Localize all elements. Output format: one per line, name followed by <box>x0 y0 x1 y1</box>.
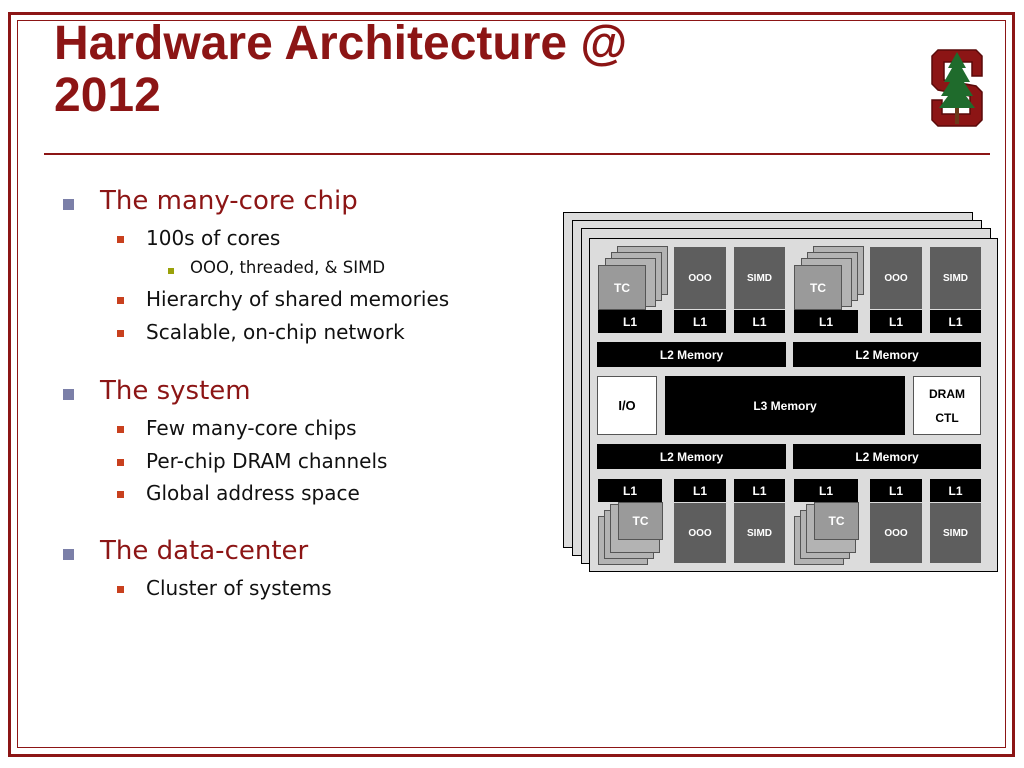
l1-cache: L1 <box>734 310 785 333</box>
title-line-2: 2012 <box>54 69 161 122</box>
dram-ctl-block: DRAM CTL <box>913 376 981 435</box>
tc-block: TC <box>814 502 859 540</box>
l1-cache: L1 <box>598 479 662 502</box>
ooo-core: OOO <box>870 503 922 563</box>
sub-bullet-hierarchy: Hierarchy of shared memories <box>146 287 450 311</box>
dram-label: DRAM <box>929 386 965 401</box>
l1-cache: L1 <box>930 310 981 333</box>
l1-cache: L1 <box>870 479 922 502</box>
bullet-the-system: The system <box>100 376 251 406</box>
bullet-marker <box>63 549 74 560</box>
simd-core: SIMD <box>734 503 785 563</box>
io-block: I/O <box>597 376 657 435</box>
tc-block: TC <box>598 265 646 310</box>
l1-cache: L1 <box>674 310 726 333</box>
l1-cache: L1 <box>794 310 858 333</box>
sub-bullet-marker <box>117 297 124 304</box>
sub-bullet-network: Scalable, on-chip network <box>146 320 405 344</box>
bullet-marker <box>63 199 74 210</box>
stanford-tree-logo-icon <box>931 49 983 127</box>
ooo-core: OOO <box>870 247 922 309</box>
sub-bullet-100s-cores: 100s of cores <box>146 226 281 250</box>
slide-title: Hardware Architecture @ 2012 <box>54 18 854 122</box>
l1-cache: L1 <box>794 479 858 502</box>
sub-bullet-marker <box>117 491 124 498</box>
title-rule <box>44 153 990 155</box>
bullet-many-core-chip: The many-core chip <box>100 186 358 216</box>
sub-bullet-address-space: Global address space <box>146 481 360 505</box>
l2-memory: L2 Memory <box>793 342 981 367</box>
l1-cache: L1 <box>870 310 922 333</box>
simd-core: SIMD <box>930 503 981 563</box>
l2-memory: L2 Memory <box>597 342 786 367</box>
bullet-data-center: The data-center <box>100 536 309 566</box>
l1-cache: L1 <box>674 479 726 502</box>
l2-memory: L2 Memory <box>597 444 786 469</box>
slide-inner-border <box>17 20 1006 748</box>
l2-memory: L2 Memory <box>793 444 981 469</box>
sub-bullet-marker <box>117 459 124 466</box>
l1-cache: L1 <box>930 479 981 502</box>
sub-bullet-marker <box>117 426 124 433</box>
sub-bullet-dram-channels: Per-chip DRAM channels <box>146 449 388 473</box>
simd-core: SIMD <box>930 247 981 309</box>
simd-core: SIMD <box>734 247 785 309</box>
title-line-1: Hardware Architecture @ <box>54 17 628 70</box>
l3-memory: L3 Memory <box>665 376 905 435</box>
sub-bullet-marker <box>117 236 124 243</box>
sub-bullet-marker <box>117 330 124 337</box>
sub-bullet-few-chips: Few many-core chips <box>146 416 357 440</box>
tc-block: TC <box>794 265 842 310</box>
sub-bullet-cluster: Cluster of systems <box>146 576 332 600</box>
l1-cache: L1 <box>598 310 662 333</box>
bullet-marker <box>63 389 74 400</box>
ooo-core: OOO <box>674 247 726 309</box>
sub-sub-bullet-ooo: OOO, threaded, & SIMD <box>190 258 386 277</box>
ooo-core: OOO <box>674 503 726 563</box>
l1-cache: L1 <box>734 479 785 502</box>
sub-bullet-marker <box>117 586 124 593</box>
sub-sub-bullet-marker <box>168 268 174 274</box>
slide-outer-border <box>8 12 1015 757</box>
ctl-label: CTL <box>935 410 959 425</box>
tc-block: TC <box>618 502 663 540</box>
